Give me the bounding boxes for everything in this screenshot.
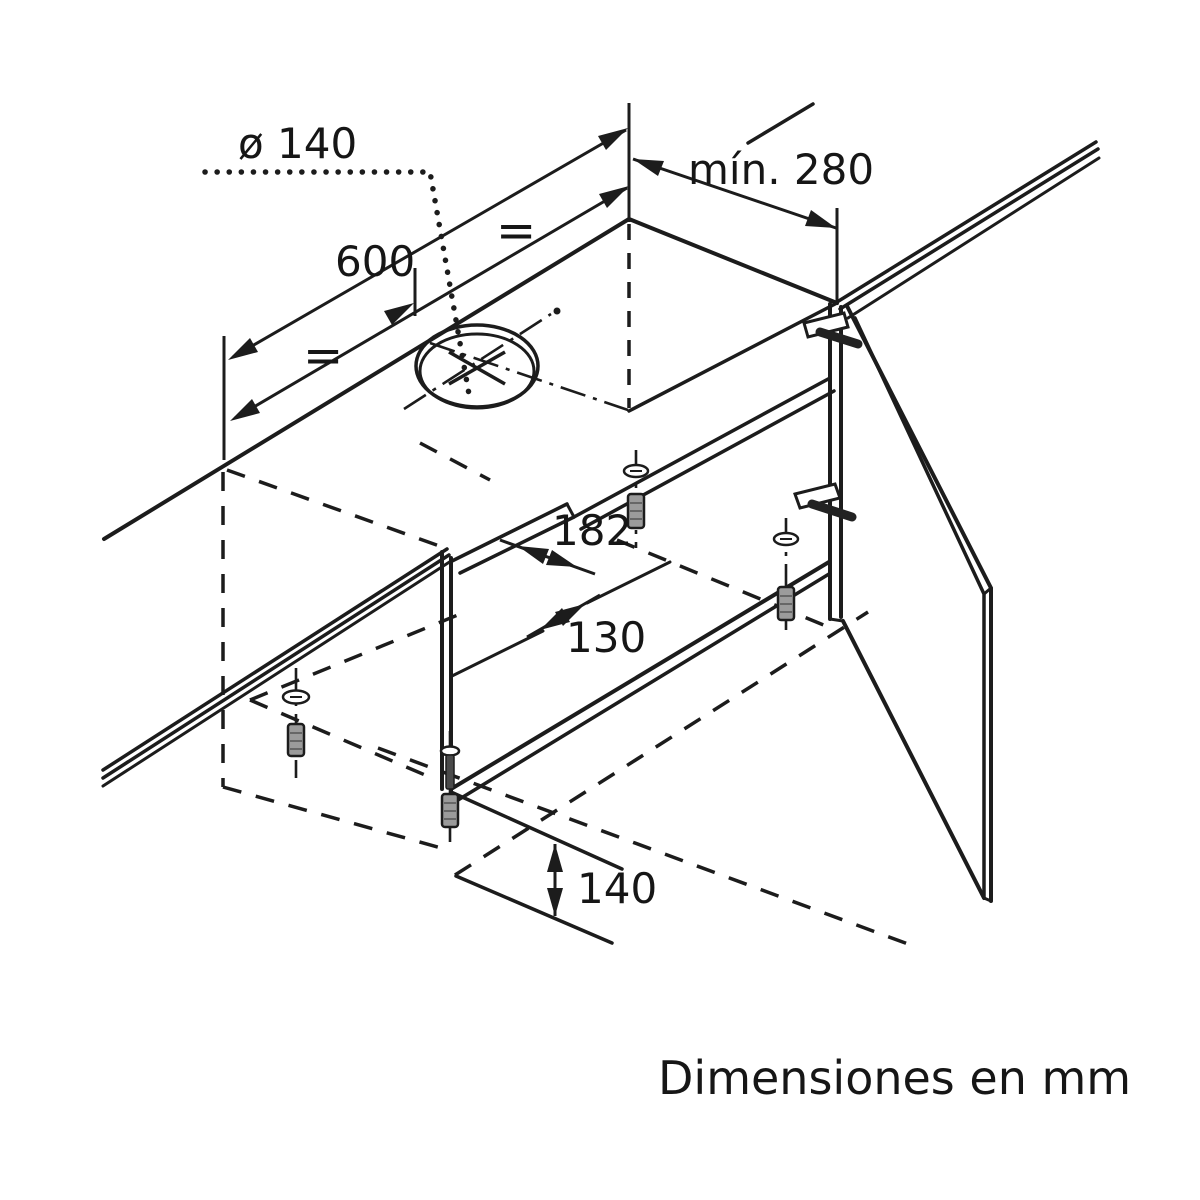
- hidden-bottom-depth-edge: [377, 746, 909, 946]
- door-bottom-edge: [841, 619, 986, 900]
- notch-edge-1: [450, 502, 569, 563]
- lower-edge-upper: [449, 790, 624, 871]
- dimensions: 600 = = mín. 280 182: [222, 103, 874, 916]
- vent-hole-inner: [418, 332, 536, 410]
- right-rail-1: [835, 140, 1098, 304]
- door-outer-edge: [845, 304, 993, 903]
- vent-hole: [414, 323, 540, 410]
- bottom-rail-bottom: [456, 572, 831, 802]
- equal-right-label: =: [496, 203, 536, 259]
- notch-jog: [565, 502, 576, 519]
- shelf-edge-top: [572, 376, 832, 519]
- hinge-pin-bottom: [807, 499, 857, 522]
- door-bottom-tip: [982, 896, 993, 903]
- hole-centerline-width: [403, 312, 552, 411]
- units-caption: Dimensiones en mm: [658, 1051, 1131, 1105]
- door-hinges: [793, 311, 863, 522]
- left-rail-1: [101, 547, 449, 772]
- niche-width-label: 600: [335, 237, 415, 286]
- hidden-edges: [221, 224, 909, 946]
- top-panel-front-edge: [102, 217, 631, 541]
- cabinet-door: [841, 304, 993, 903]
- hole-cross-2: [448, 350, 506, 386]
- top-panel-right-edge: [627, 217, 839, 305]
- dimension-182: 182: [499, 506, 632, 576]
- lower-edge-lower: [454, 874, 614, 945]
- equal-left-label: =: [303, 328, 343, 384]
- left-rail-2: [101, 553, 451, 780]
- dimension-140: 140: [547, 844, 657, 916]
- bottom-rail-top: [449, 560, 831, 791]
- cutout-bound-right: [585, 560, 672, 605]
- dimension-min-280: mín. 280: [632, 145, 874, 230]
- min-depth-label: mín. 280: [688, 145, 874, 194]
- right-rail-2: [838, 147, 1100, 311]
- hidden-left-top-edge: [226, 468, 446, 550]
- screw-and-dowel-left: [281, 689, 311, 758]
- hinge-plate-bottom: [793, 482, 842, 510]
- shelf-edge-bottom: [579, 389, 836, 531]
- screw-and-dowel-center: [622, 463, 650, 530]
- hidden-hood-edge-1: [249, 608, 471, 702]
- dimension-130: 130: [526, 593, 646, 662]
- cutout-bound-left: [450, 629, 545, 678]
- cutout-length-label: 182: [552, 506, 632, 555]
- left-rail-3: [101, 559, 453, 788]
- dimension-600: 600: [228, 128, 628, 360]
- screw-and-dowel-right: [772, 531, 800, 622]
- hidden-bottom-rear-edge: [454, 610, 869, 877]
- hinge-plate-top: [802, 311, 850, 339]
- hidden-left-bottom-edge: [222, 785, 453, 853]
- right-rail-3: [846, 156, 1101, 320]
- dimension-centering: = =: [230, 186, 629, 421]
- hole-diameter-label: ø 140: [238, 119, 357, 168]
- hinge-pin-top: [815, 327, 863, 349]
- screw-and-dowel-front: [439, 745, 461, 829]
- hidden-shelf-edge-a: [419, 441, 491, 482]
- hidden-hood-edge-2: [249, 698, 433, 780]
- lower-clearance-label: 140: [577, 864, 657, 913]
- centerline-dot: [553, 307, 561, 315]
- mounting-hardware: [281, 463, 800, 829]
- cutout-width-label: 130: [566, 613, 646, 662]
- upper-back-edge: [746, 102, 815, 145]
- door-top-tip: [982, 586, 993, 596]
- door-inner-edge: [853, 316, 986, 900]
- niche-back-edge: [627, 301, 839, 413]
- hole-diameter-leader: [202, 169, 473, 403]
- right-panel-bottom: [828, 617, 845, 623]
